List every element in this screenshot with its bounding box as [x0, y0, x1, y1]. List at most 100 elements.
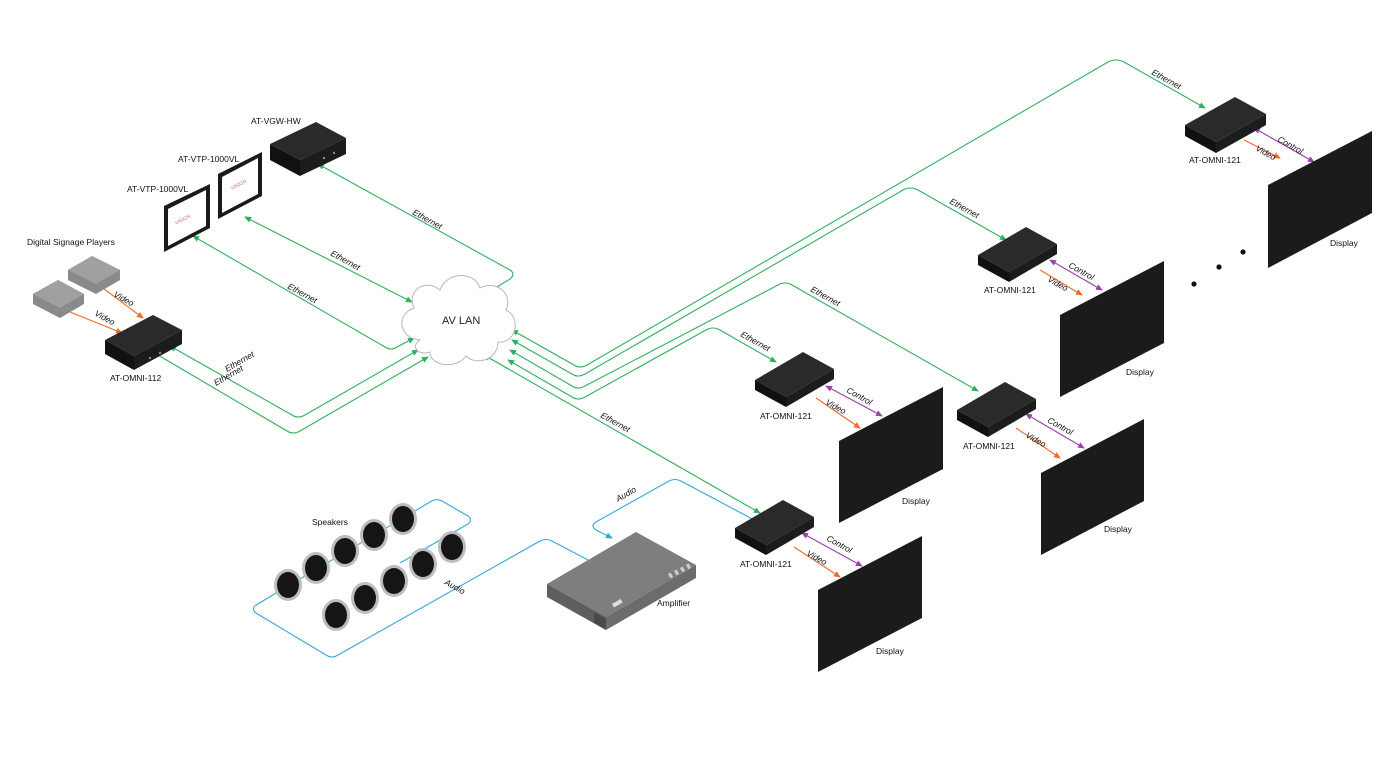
ethernet-links: [157, 59, 1206, 514]
label-video-decoder-top: Video: [1254, 143, 1278, 162]
touch-panel-back: VISION AT-VTP-1000VL: [178, 152, 262, 219]
label-audio-speakers: Audio: [442, 577, 467, 597]
display-5-panel: [818, 536, 922, 672]
speaker-icon: [351, 582, 379, 614]
decoder-top: AT-OMNI-121: [1185, 97, 1266, 165]
speaker-icon: [274, 569, 302, 601]
speaker-icon: [389, 503, 417, 535]
display-3-label: Display: [902, 496, 931, 506]
encoder-top: [105, 315, 182, 356]
speaker-row-front: [322, 531, 466, 631]
decoder-3: AT-OMNI-121: [755, 352, 834, 421]
signage-players: Digital Signage Players: [27, 237, 120, 318]
gateway-front: [270, 144, 300, 176]
audio-link-amplifier-speakers: [252, 499, 589, 658]
network-label: AV LAN: [442, 315, 480, 327]
display-4: Display: [1041, 419, 1144, 555]
speaker-icon: [438, 531, 466, 563]
speakers-label: Speakers: [312, 517, 348, 527]
speaker-icon: [360, 519, 388, 551]
label-video-player-1: Video: [112, 289, 136, 308]
label-ethernet-vtp-front: Ethernet: [329, 248, 363, 273]
display-5-label: Display: [876, 646, 905, 656]
label-control-decoder-top: Control: [1276, 134, 1306, 157]
av-lan-cloud: AV LAN: [401, 275, 516, 366]
display-2-label: Display: [1126, 367, 1155, 377]
label-ethernet-decoder-4: Ethernet: [809, 284, 843, 309]
speaker-icon: [380, 565, 408, 597]
speaker-icon: [322, 599, 350, 631]
display-1-label: Display: [1330, 238, 1359, 248]
audio-links: [252, 478, 757, 658]
touch-panel-front-label: AT-VTP-1000VL: [127, 184, 189, 194]
decoder-2: AT-OMNI-121: [978, 227, 1057, 295]
ethernet-link-decoder-3: [507, 327, 777, 400]
label-video-decoder-4: Video: [1024, 430, 1048, 449]
label-control-decoder-bottom: Control: [825, 533, 855, 556]
decoder-4: AT-OMNI-121: [957, 382, 1036, 451]
display-2: Display: [1060, 261, 1164, 397]
display-1-panel: [1268, 131, 1372, 268]
touch-panel-front: VISION AT-VTP-1000VL: [127, 184, 210, 252]
label-audio-decoder-amplifier: Audio: [613, 484, 638, 504]
gateway-top: [270, 122, 346, 160]
amplifier-top: [547, 532, 696, 617]
amplifier-label: Amplifier: [657, 598, 690, 608]
decoder-2-label: AT-OMNI-121: [984, 285, 1036, 295]
speaker-icon: [331, 535, 359, 567]
ethernet-link-vgw: [317, 163, 514, 291]
ethernet-link-decoder-bottom: [483, 354, 761, 514]
decoder-4-label: AT-OMNI-121: [963, 441, 1015, 451]
display-4-panel: [1041, 419, 1144, 555]
label-ethernet-vgw: Ethernet: [411, 207, 445, 232]
control-link-decoder-2: [1049, 259, 1103, 291]
label-video-decoder-3: Video: [824, 397, 848, 416]
amplifier-front: [547, 584, 606, 630]
label-video-decoder-2: Video: [1046, 274, 1070, 293]
encoder-side: [134, 330, 182, 370]
label-video-decoder-bottom: Video: [805, 548, 829, 567]
amplifier-side: [606, 565, 696, 630]
display-5: Display: [818, 536, 922, 672]
gateway-side: [300, 138, 346, 176]
gateway-device: AT-VGW-HW: [251, 116, 346, 176]
display-3-panel: [839, 387, 943, 523]
touch-panel-front-screen: [168, 190, 206, 246]
decoder-bottom: AT-OMNI-121: [735, 500, 814, 569]
control-link-decoder-top: [1253, 127, 1315, 163]
audio-link-decoder-amplifier: [592, 478, 757, 539]
decoder-bottom-label: AT-OMNI-121: [740, 559, 792, 569]
label-video-player-2: Video: [93, 308, 117, 327]
speaker-row-back: [274, 503, 417, 601]
encoder-front: [105, 340, 134, 370]
touch-panel-back-screen: [222, 158, 258, 213]
signage-players-label: Digital Signage Players: [27, 237, 115, 247]
control-link-decoder-4: [1025, 413, 1085, 449]
continuation-dots: [1191, 249, 1246, 287]
decoder-top-label: AT-OMNI-121: [1189, 155, 1241, 165]
amplifier-device: Amplifier: [547, 532, 696, 630]
control-link-decoder-3: [825, 385, 883, 417]
display-2-panel: [1060, 261, 1164, 397]
control-link-decoder-bottom: [801, 532, 863, 567]
speakers-group: Speakers: [274, 503, 466, 631]
encoder-label: AT-OMNI-112: [110, 373, 161, 383]
speaker-icon: [409, 548, 437, 580]
encoder-device: AT-OMNI-112: [105, 315, 182, 383]
ethernet-link-encoder-a: [169, 345, 419, 418]
video-control-links: [69, 127, 1315, 578]
display-3: Display: [839, 387, 943, 523]
ethernet-link-encoder-b: [157, 354, 429, 434]
cloud-shape: [401, 275, 516, 366]
ethernet-link-vtp-front: [244, 216, 413, 303]
gateway-label: AT-VGW-HW: [251, 116, 301, 126]
display-4-label: Display: [1104, 524, 1133, 534]
display-1: Display: [1268, 131, 1372, 268]
speaker-icon: [302, 552, 330, 584]
touch-panel-back-label: AT-VTP-1000VL: [178, 154, 240, 164]
label-control-decoder-2: Control: [1067, 260, 1097, 283]
decoder-3-label: AT-OMNI-121: [760, 411, 812, 421]
video-link-player-2: [69, 311, 123, 334]
